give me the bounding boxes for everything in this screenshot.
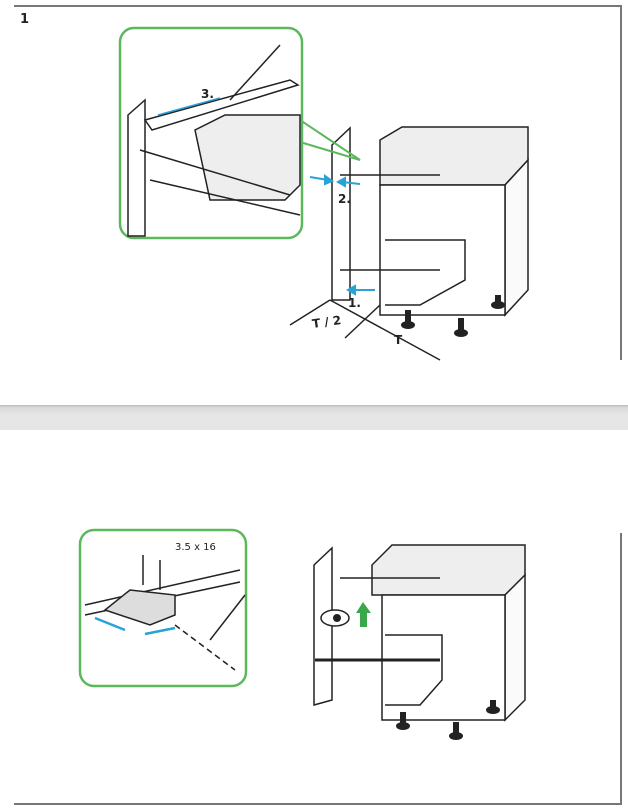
right-border-top	[620, 5, 622, 360]
eye-icon	[320, 609, 350, 627]
bottom-border	[14, 803, 622, 805]
screw-spec-label: 3.5 x 16	[175, 542, 216, 553]
cabinet-side-panel	[331, 126, 351, 301]
cabinet-top	[379, 126, 529, 186]
step-number: 1	[20, 12, 30, 27]
callout-2-label: 2.	[338, 192, 351, 206]
green-up-arrow	[356, 602, 371, 627]
top-border	[14, 5, 620, 7]
dimension-depth: T	[394, 333, 403, 347]
callout-3-label: 3.	[201, 87, 214, 101]
callout-1-label: 1.	[348, 296, 361, 310]
blue-arrows	[309, 174, 375, 296]
right-border-bottom	[620, 533, 622, 803]
section-separator	[0, 405, 628, 430]
